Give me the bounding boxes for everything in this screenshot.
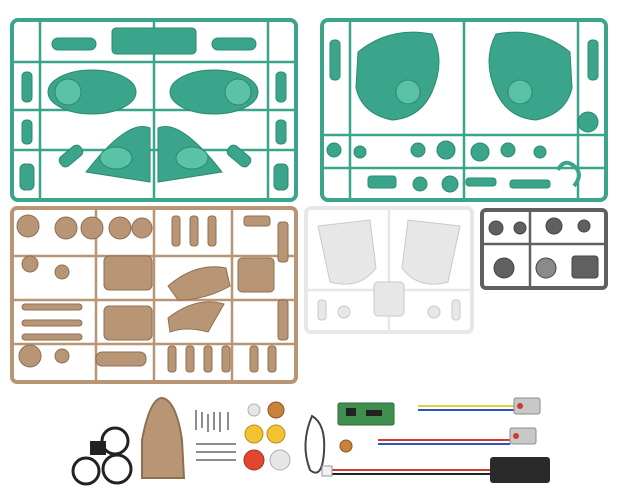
copper-nut [339,439,353,453]
sprue-green-b [320,18,608,202]
coiled-spring [304,414,326,474]
rubber-rings [71,426,133,486]
gear-white [247,403,261,417]
battery-box [321,457,550,483]
motor-wire-2 [378,427,537,445]
gear-copper [267,401,285,419]
bronze-shell-part [141,396,186,479]
screws [195,410,236,461]
sprue-clear [304,206,474,334]
gear-yellow [244,424,264,444]
motor-wire-1 [418,397,541,415]
sprue-grey [480,208,608,290]
gears [243,401,291,471]
gear-white [269,449,291,471]
gear-yellow [266,424,286,444]
gear-red [243,449,265,471]
sprue-green-a [10,18,298,202]
battery-clip-part [90,441,106,455]
loose-parts [71,396,550,486]
sprue-bronze [10,206,298,384]
